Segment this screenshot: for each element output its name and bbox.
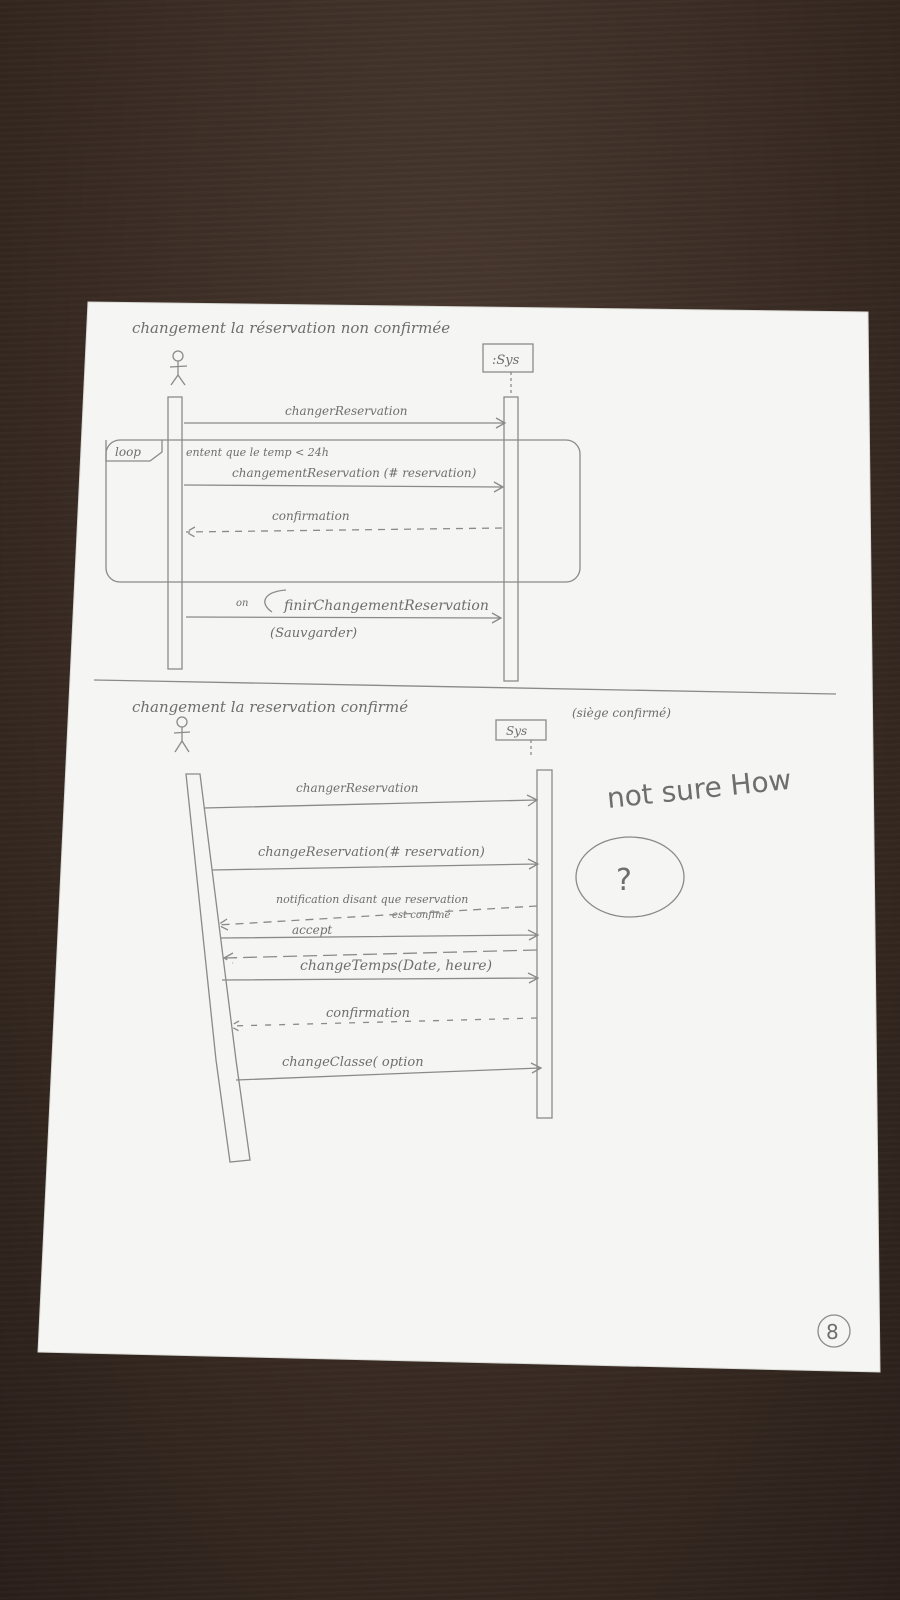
arrow-changer-reservation-2 [203, 794, 539, 809]
arrow-changer-reservation-1 [184, 417, 507, 429]
arrow-accept [219, 929, 540, 941]
loop-tab [105, 440, 163, 462]
msg-notification-line1: notification disant que reservation [276, 893, 468, 906]
diagram2-title-note: (siège confirmé) [572, 706, 671, 720]
msg-sauvgarder: (Sauvgarder) [270, 626, 357, 641]
arrow-confirmation-2 [228, 1017, 538, 1032]
sys-lifeline-head-2 [495, 719, 547, 741]
msg-finir-changement-reservation: finirChangementReservation [283, 598, 489, 614]
arrow-change-temps [221, 972, 540, 984]
arrow-change-classe [235, 1062, 543, 1081]
sys-activation-bar-1 [503, 396, 519, 682]
msg-confirmation-2: confirmation [326, 1006, 410, 1021]
msg-change-reservation: changeReservation(# reservation) [258, 845, 485, 860]
arrow-finir-changement-reservation [185, 612, 503, 624]
actor-activation-bar-1 [167, 396, 183, 670]
msg-change-temps: changeTemps(Date, heure) [300, 958, 492, 974]
page-number-circle [817, 1314, 851, 1348]
note-question-mark: ? [616, 863, 632, 898]
arrow-confirmation-1 [184, 526, 503, 538]
arrow-return-change-temps [222, 949, 538, 964]
msg-notification-line2: est confimé [392, 910, 450, 921]
msg-accept: accept [292, 923, 332, 937]
arrow-change-reservation [211, 858, 540, 871]
paper-sheet [38, 302, 880, 1372]
sys-lifeline-head-1 [482, 343, 534, 373]
msg-change-classe: changeClasse( option [282, 1055, 424, 1070]
sys-lifeline-label-1: :Sys [492, 353, 520, 368]
diagram2-title: changement la reservation confirmé [132, 698, 408, 716]
loop-label: loop [115, 445, 141, 459]
loop-guard: entent que le temp < 24h [186, 446, 329, 459]
actor-activation-bar-2 [185, 773, 251, 1163]
actor-user-2 [173, 716, 191, 753]
loop-fragment [105, 439, 581, 583]
msg-changement-reservation: changementReservation (# reservation) [232, 466, 477, 480]
msg-changer-reservation-2: changerReservation [296, 781, 419, 795]
msg-changer-reservation-1: changerReservation [285, 404, 408, 418]
msg-on-prefix: on [236, 598, 248, 609]
actor-user-1 [169, 350, 188, 386]
sys-lifeline-label-2: Sys [506, 724, 527, 738]
arrow-notification [216, 905, 538, 931]
note-question-circle [575, 836, 685, 918]
msg-confirmation-1: confirmation [272, 509, 350, 523]
page-number: 8 [826, 1320, 839, 1344]
arrow-changement-reservation [183, 481, 505, 493]
sys-activation-bar-2 [536, 769, 553, 1119]
diagram1-title: changement la réservation non confirmée [132, 319, 450, 337]
diagram-separator [93, 679, 837, 695]
